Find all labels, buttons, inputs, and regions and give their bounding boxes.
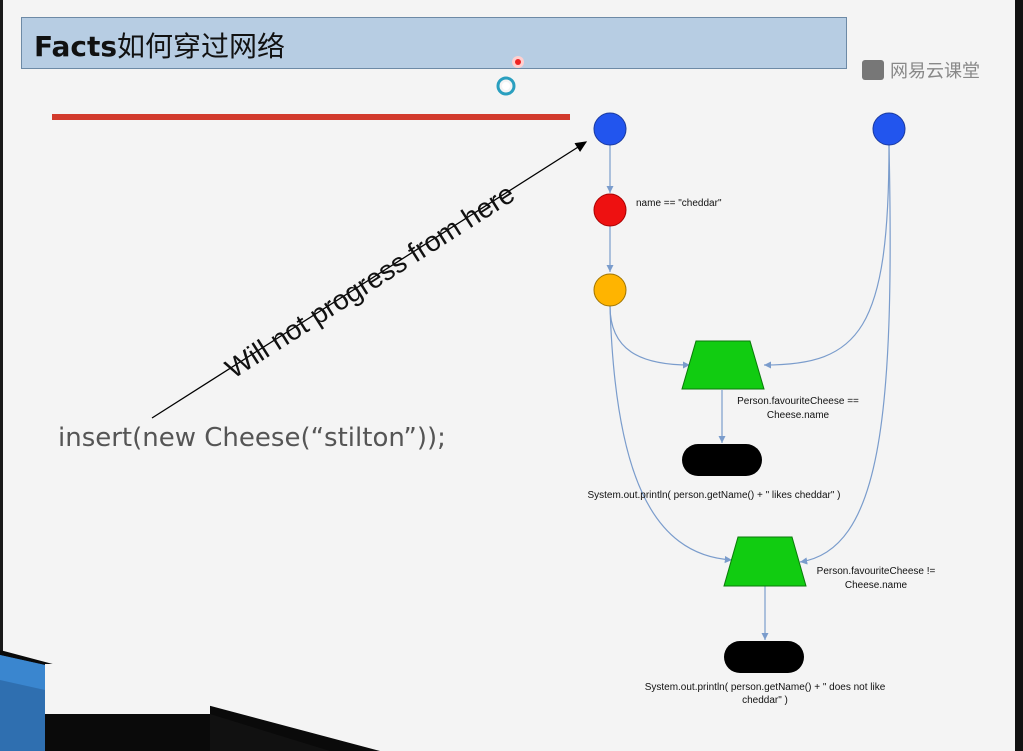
object-type-node-cheese [593,112,627,146]
annotation-arrow [151,141,588,419]
join-equal-label-line2: Cheese.name [767,410,830,421]
edge-adapter-to-join1 [609,305,691,369]
alpha-node [593,193,627,227]
diagram-edges [606,144,891,640]
join-not-equal-label-line2: Cheese.name [845,580,908,591]
slide-title-cjk: 如何穿过网络 [117,30,286,63]
edge-person-to-join1 [763,144,890,369]
right-edge-strip [1015,0,1023,751]
netease-logo-icon [862,60,884,80]
slide-corner-decoration [0,650,380,751]
terminal-node-likes [682,444,762,476]
slide-title-bar: Facts如何穿过网络 [21,17,847,69]
terminal-not-like-label-line2: cheddar" ) [742,695,788,706]
brand-watermark: 网易云课堂 [862,57,980,83]
edge-person-to-join2 [799,144,891,565]
annotation-text: Will not progress from here [220,178,520,385]
edge-adapter-to-join2 [609,305,733,564]
terminal-not-like-label-line1: System.out.println( person.getName() + "… [645,682,886,693]
left-input-adapter-node [593,273,627,307]
cursor-indicator-icon [496,56,524,96]
object-type-node-person [872,112,906,146]
join-node-equal [681,340,765,390]
join-not-equal-label-line1: Person.favouriteCheese != [817,566,936,577]
red-underline [52,114,570,120]
slide-canvas [3,0,1020,751]
slide-title-latin: Facts [34,30,118,63]
alpha-node-label: name == "cheddar" [636,198,722,209]
join-node-not-equal [723,536,807,587]
terminal-likes-label: System.out.println( person.getName() + "… [587,490,840,501]
slide-title: Facts如何穿过网络 [34,25,285,65]
brand-text: 网易云课堂 [890,61,980,82]
terminal-node-not-like [724,641,804,673]
join-equal-label-line1: Person.favouriteCheese == [737,396,859,407]
insert-code-text: insert(new Cheese(“stilton”)); [58,423,446,453]
